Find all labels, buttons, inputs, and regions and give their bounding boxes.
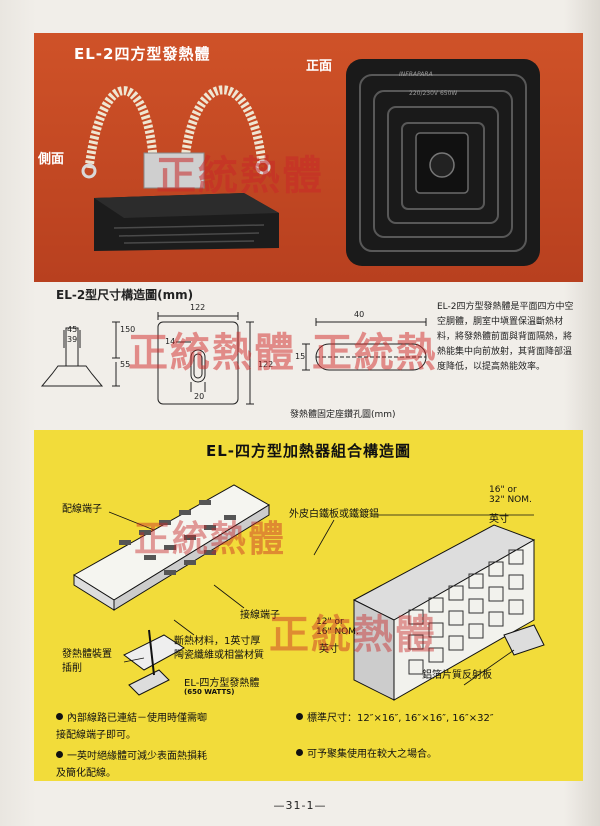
shell-material-label: 外皮白鐵板或鐵鍍鋁: [289, 509, 379, 520]
heater-rating-text: 220/230V 650W: [409, 90, 458, 97]
dim-14: 14: [165, 337, 176, 346]
assembly-illustration: [73, 484, 545, 701]
assembly-title: EL-四方型加熱器組合構造圖: [205, 442, 412, 460]
dim-45: 45: [67, 325, 78, 334]
bullet-right-2-text: 可予聚集使用在較大之場合。: [307, 749, 437, 760]
dim-39: 39: [67, 335, 78, 344]
bullet-left-1: 內部線路已連結－使用時僅需啣 接配線端子即可。: [56, 710, 306, 744]
dim-top-label: 16" or 32" NOM.: [489, 485, 532, 505]
bullet-dot-icon: [296, 713, 303, 720]
product-photo: EL-2四方型發熱體 正面 側面 INFRAPARA 220/230V 650W…: [34, 33, 583, 282]
bullet-left-2-text: 一英吋絕緣體可減少表面熱損耗 及簡化配線。: [56, 751, 207, 779]
watts-label: (650 WATTS): [184, 688, 235, 696]
element-label: EL-四方型發熱體: [184, 678, 260, 689]
bullet-dot-icon: [56, 751, 63, 758]
page-number: —31-1—: [273, 799, 327, 812]
insulation-label: 斷熱材料，1英寸厚 陶瓷纖維或相當材質: [174, 636, 264, 661]
mount-pin-label: 發熱體裝置 插削: [62, 649, 112, 674]
dim-20: 20: [194, 392, 205, 401]
dim-122-top: 122: [190, 303, 206, 312]
bullet-right-1: 標準尺寸：12″×16″, 16″×16″, 16″×32″: [296, 710, 576, 727]
bullet-dot-icon: [296, 749, 303, 756]
reflector-label: 鋁箔片質反射板: [422, 670, 492, 681]
wiring-terminal-label: 配線端子: [62, 504, 102, 515]
bullet-dot-icon: [56, 713, 63, 720]
dimension-drawing: [40, 312, 427, 405]
dim-side-label: 12" or 16" NOM.: [316, 617, 359, 637]
assembly-watermark-1: 正統熱體: [134, 518, 287, 560]
bullet-right-2: 可予聚集使用在較大之場合。: [296, 746, 576, 763]
drawing-title: EL-2型尺寸構造圖(mm): [56, 288, 194, 302]
assembly-panel: EL-四方型加熱器組合構造圖: [34, 430, 583, 781]
inch-side-label: 英寸: [319, 644, 339, 655]
dim-40: 40: [354, 310, 365, 319]
assembly-watermark-2: 正統熱體: [269, 611, 437, 658]
dim-122-side: 122: [258, 360, 274, 369]
inch-top-label: 英寸: [489, 514, 509, 525]
dim-150: 150: [120, 325, 136, 334]
heater-photo-illustration: [34, 33, 583, 282]
bullet-left-2: 一英吋絕緣體可減少表面熱損耗 及簡化配線。: [56, 748, 306, 782]
dim-15: 15: [295, 352, 306, 361]
terminal-label: 接線端子: [240, 610, 280, 621]
bullet-right-1-text: 標準尺寸：12″×16″, 16″×16″, 16″×32″: [307, 713, 494, 724]
photo-watermark: 正統熱體: [156, 152, 324, 199]
front-view-label: 正面: [306, 59, 333, 74]
heater-brand-text: INFRAPARA: [399, 71, 433, 78]
photo-title: EL-2四方型發熱體: [74, 45, 211, 63]
slot-caption: 發熱體固定座鑽孔圖(mm): [290, 410, 396, 420]
bullet-left-1-text: 內部線路已連結－使用時僅需啣 接配線端子即可。: [56, 713, 207, 741]
product-description: EL-2四方型發熱體是平面四方中空空胴體，胴室中塡置保溫斷熱材料，將發熱體前面與…: [437, 302, 574, 372]
drawing-watermark: 正統熱體 正統熱: [128, 329, 438, 376]
side-view-label: 側面: [38, 152, 65, 167]
dim-55: 55: [120, 360, 131, 369]
